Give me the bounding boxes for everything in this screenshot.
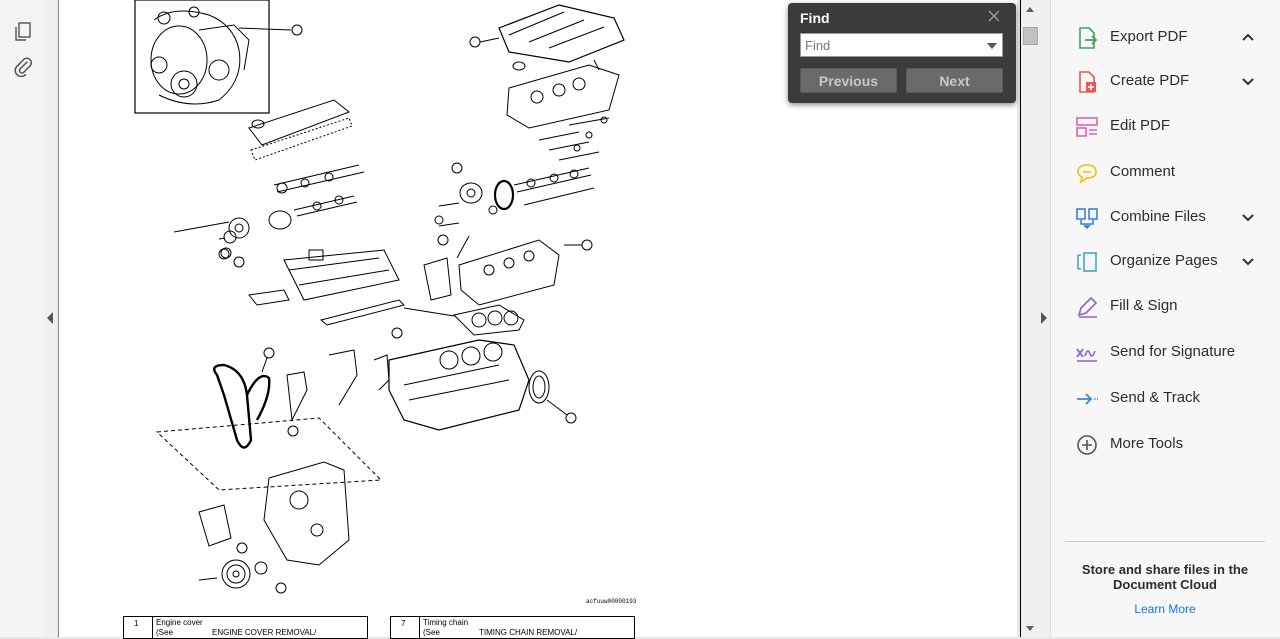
comment-icon	[1075, 161, 1099, 185]
tool-label: Combine Files	[1110, 208, 1206, 225]
tool-label: Edit PDF	[1110, 117, 1171, 134]
part-see-label: (See	[156, 628, 173, 637]
tool-edit-pdf[interactable]: Edit PDF	[1051, 107, 1280, 147]
part-number: 1	[134, 619, 139, 628]
part-reference: ENGINE COVER REMOVAL/	[212, 628, 317, 637]
tool-send-for-signature[interactable]: Send for Signature	[1051, 333, 1280, 373]
parts-table-right: 7 Timing chain (See TIMING CHAIN REMOVAL…	[390, 616, 635, 639]
organize-pages-icon	[1075, 250, 1099, 274]
more-tools-icon	[1075, 433, 1099, 457]
tool-label: Export PDF	[1110, 28, 1188, 45]
parts-table-left: 1 Engine cover (See ENGINE COVER REMOVAL…	[123, 616, 368, 639]
attachments-icon[interactable]	[12, 55, 34, 78]
engine-exploded-diagram	[134, 0, 625, 594]
find-dialog-title: Find	[800, 10, 830, 26]
tool-export-pdf[interactable]: Export PDF	[1051, 18, 1280, 58]
tool-label: Comment	[1110, 163, 1176, 180]
tool-more-tools[interactable]: More Tools	[1051, 425, 1280, 465]
close-icon[interactable]	[987, 9, 1001, 23]
send-for-signature-icon	[1075, 341, 1099, 365]
tool-label: Send & Track	[1110, 389, 1201, 406]
scrollbar-thumb[interactable]	[1023, 27, 1038, 45]
tools-pane: Export PDF Create PDF Edit PDF Comment C…	[1051, 0, 1280, 637]
export-pdf-icon	[1075, 26, 1099, 50]
chevron-down-icon[interactable]	[1241, 210, 1255, 224]
vertical-scrollbar[interactable]	[1020, 0, 1039, 637]
diagram-reference-code: acfuuw00000193	[586, 598, 637, 605]
chevron-up-icon[interactable]	[1241, 30, 1255, 44]
scroll-up-arrow-icon[interactable]	[1026, 7, 1034, 12]
tool-label: More Tools	[1110, 435, 1184, 452]
tools-divider	[1065, 541, 1265, 542]
collapse-right-arrow-icon	[1041, 312, 1047, 324]
part-number: 7	[401, 619, 406, 628]
scroll-down-arrow-icon[interactable]	[1026, 626, 1034, 631]
previous-button[interactable]: Previous	[800, 68, 897, 93]
parts-table-number-cell: 7	[391, 617, 420, 638]
find-input-box[interactable]	[800, 33, 1003, 57]
pdf-page: acfuuw00000193 1 Engine cover (See ENGIN…	[58, 0, 1017, 639]
tool-label: Fill & Sign	[1110, 297, 1178, 314]
part-name: Engine cover	[156, 618, 203, 627]
chevron-down-icon[interactable]	[1241, 254, 1255, 268]
collapse-left-arrow-icon	[47, 312, 53, 324]
learn-more-link[interactable]: Learn More	[1134, 602, 1196, 616]
tool-label: Create PDF	[1110, 72, 1190, 89]
document-viewport[interactable]: acfuuw00000193 1 Engine cover (See ENGIN…	[57, 0, 1018, 639]
combine-files-icon	[1075, 206, 1099, 230]
page-thumbnails-icon[interactable]	[12, 20, 34, 42]
create-pdf-icon	[1075, 70, 1099, 94]
chevron-down-icon[interactable]	[1241, 74, 1255, 88]
parts-table-number-cell: 1	[124, 617, 153, 638]
part-name: Timing chain	[423, 618, 469, 627]
tool-create-pdf[interactable]: Create PDF	[1051, 62, 1280, 102]
tool-send-track[interactable]: Send & Track	[1051, 379, 1280, 419]
tool-fill-sign[interactable]: Fill & Sign	[1051, 287, 1280, 327]
part-see-label: (See	[423, 628, 440, 637]
tool-comment[interactable]: Comment	[1051, 153, 1280, 193]
find-dialog: Find Previous Next	[788, 3, 1016, 103]
chevron-down-icon[interactable]	[987, 43, 997, 49]
part-reference: TIMING CHAIN REMOVAL/	[479, 628, 578, 637]
send-track-icon	[1075, 387, 1099, 411]
find-input[interactable]	[805, 36, 975, 54]
tool-label: Send for Signature	[1110, 343, 1236, 360]
edit-pdf-icon	[1075, 115, 1099, 139]
tool-combine-files[interactable]: Combine Files	[1051, 198, 1280, 238]
fill-sign-icon	[1075, 295, 1099, 319]
tool-label: Organize Pages	[1110, 252, 1218, 269]
left-pane-collapse-handle[interactable]	[45, 0, 57, 637]
next-button[interactable]: Next	[906, 68, 1003, 93]
tool-organize-pages[interactable]: Organize Pages	[1051, 242, 1280, 282]
left-navigation-rail	[0, 0, 46, 637]
tools-pane-collapse-handle[interactable]	[1038, 0, 1051, 637]
document-cloud-message: Store and share files in the Document Cl…	[1081, 562, 1249, 592]
